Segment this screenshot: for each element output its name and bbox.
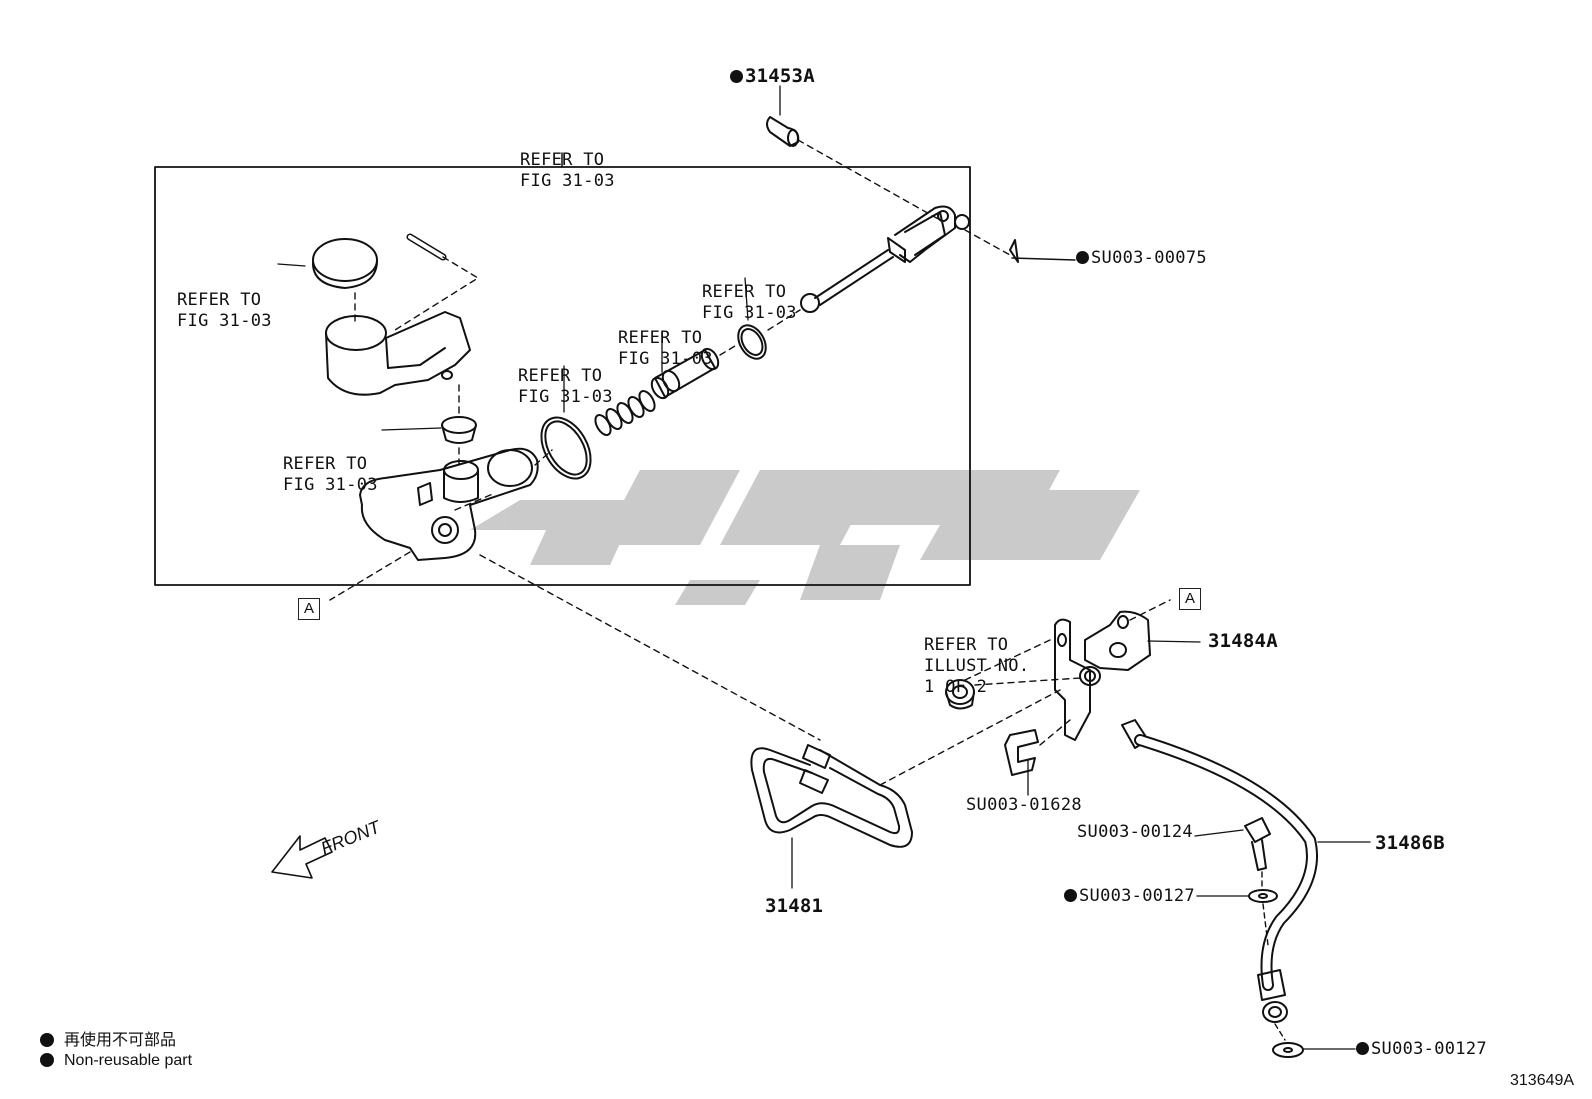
watermark-logo — [470, 470, 1140, 605]
reservoir-body — [325, 311, 471, 396]
legend-english: Non-reusable part — [40, 1052, 192, 1070]
non-reusable-dot-icon — [1064, 889, 1077, 902]
non-reusable-dot-icon — [1076, 251, 1089, 264]
grommet — [441, 416, 477, 444]
snap-ring — [737, 324, 767, 360]
piston — [650, 347, 720, 400]
reservoir-cap — [311, 238, 378, 289]
part-number-su003-00075[interactable]: SU003-00075 — [1076, 248, 1207, 269]
part-number-31481[interactable]: 31481 — [765, 895, 824, 917]
cotter-pin — [1009, 239, 1076, 263]
spring-pin — [406, 233, 447, 261]
part-number-su003-00127-upper[interactable]: SU003-00127 — [1064, 886, 1195, 907]
figure-id: 313649A — [1510, 1072, 1575, 1089]
non-reusable-dot-icon — [40, 1053, 54, 1067]
part-number-31453A[interactable]: 31453A — [730, 66, 815, 87]
washer-upper — [1248, 889, 1278, 903]
o-ring-large — [540, 416, 592, 480]
master-cylinder-body — [359, 447, 539, 561]
reference-marker-a-right: A — [1179, 588, 1201, 610]
push-rod — [800, 205, 970, 313]
reference-marker-a-left: A — [298, 598, 320, 620]
clip-su003-01628 — [1004, 729, 1039, 776]
return-spring — [594, 390, 656, 436]
legend-japanese: 再使用不可部品 — [40, 1026, 176, 1050]
part-number-31486B[interactable]: 31486B — [1375, 832, 1445, 854]
clutch-hose-31486B — [1121, 719, 1318, 1023]
non-reusable-dot-icon — [1356, 1042, 1369, 1055]
flange-nut — [945, 679, 975, 710]
front-arrow — [271, 835, 333, 879]
banjo-bolt — [1244, 817, 1271, 871]
non-reusable-dot-icon — [40, 1033, 54, 1047]
part-number-su003-00124[interactable]: SU003-00124 — [1077, 822, 1193, 842]
part-number-su003-01628[interactable]: SU003-01628 — [966, 795, 1082, 815]
part-number-31484A[interactable]: 31484A — [1208, 630, 1278, 652]
washer-lower — [1272, 1042, 1304, 1058]
clevis-pin — [766, 116, 800, 147]
non-reusable-dot-icon — [730, 70, 743, 83]
clutch-pipe-31481 — [750, 744, 913, 848]
part-number-su003-00127-lower[interactable]: SU003-00127 — [1356, 1039, 1487, 1060]
